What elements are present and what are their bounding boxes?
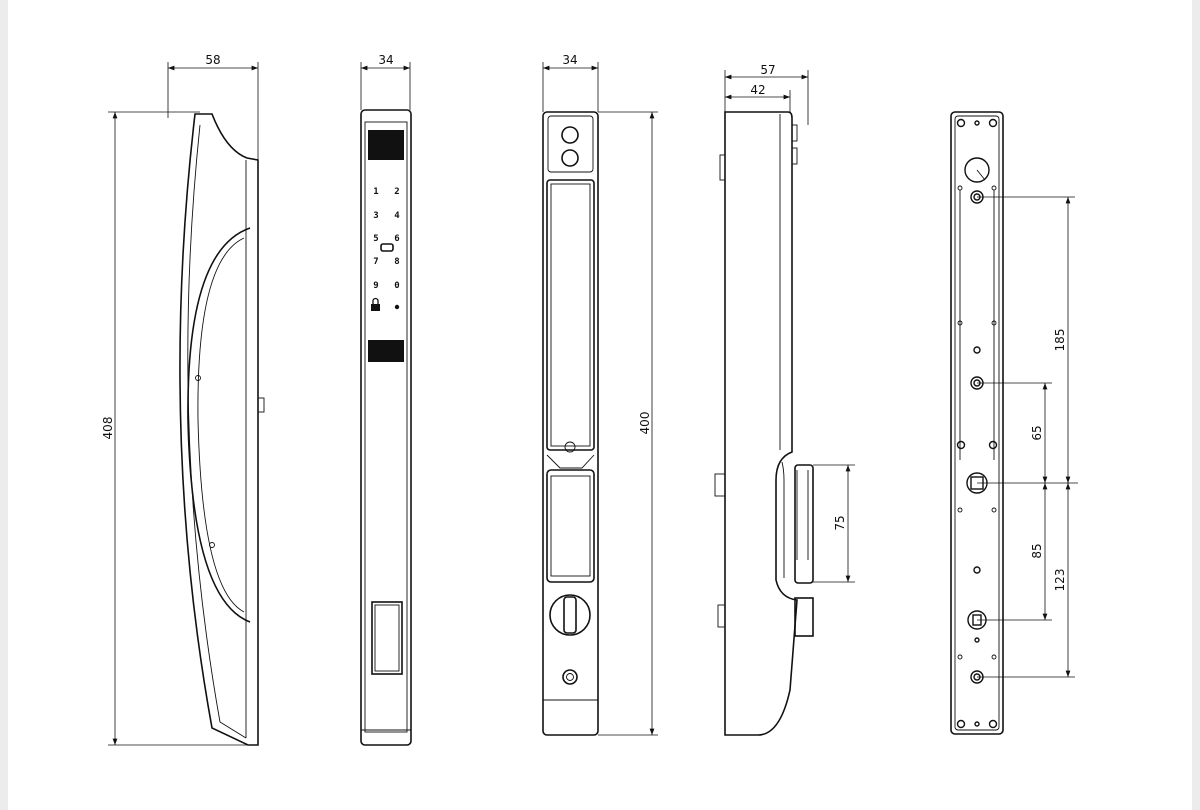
dim-width-57: 57 (760, 63, 775, 77)
dim-85: 85 (1030, 543, 1044, 558)
dim-width-58: 58 (205, 53, 220, 67)
view-mortise-plate: 185 65 85 123 (950, 111, 1078, 735)
dim-65: 65 (1030, 425, 1044, 440)
key-5: 5 (373, 234, 378, 244)
sensor-window (368, 130, 404, 160)
dim-height-400: 400 (638, 412, 652, 435)
dim-width-34-front: 34 (378, 53, 393, 67)
key-9: 9 (373, 281, 378, 291)
view-side-handle: 57 42 75 (714, 63, 855, 736)
card-reader-window (368, 340, 404, 362)
key-1: 1 (373, 187, 378, 197)
view-front-keypad: 34 1 2 3 4 5 6 7 8 9 0 (360, 53, 412, 746)
view-back-handle: 34 400 (542, 53, 658, 736)
fingerprint-pill (380, 243, 394, 252)
dim-height-408: 408 (101, 417, 115, 440)
key-3: 3 (373, 211, 378, 221)
dim-width-34-back: 34 (562, 53, 577, 67)
key-6: 6 (394, 234, 399, 244)
key-8: 8 (394, 257, 399, 267)
key-0: 0 (394, 281, 399, 291)
lock-icon (371, 297, 380, 311)
dim-width-42: 42 (750, 83, 765, 97)
dim-185: 185 (1053, 329, 1067, 352)
view-side-profile: 58 408 (101, 53, 265, 746)
key-2: 2 (394, 187, 399, 197)
key-4: 4 (394, 211, 400, 221)
drawing-sheet (8, 0, 1192, 810)
keypad: 1 2 3 4 5 6 7 8 9 0 (371, 187, 400, 311)
dim-handle-75: 75 (833, 515, 847, 530)
bell-dot-icon (394, 304, 400, 310)
key-7: 7 (373, 257, 378, 267)
dim-123: 123 (1053, 569, 1067, 592)
